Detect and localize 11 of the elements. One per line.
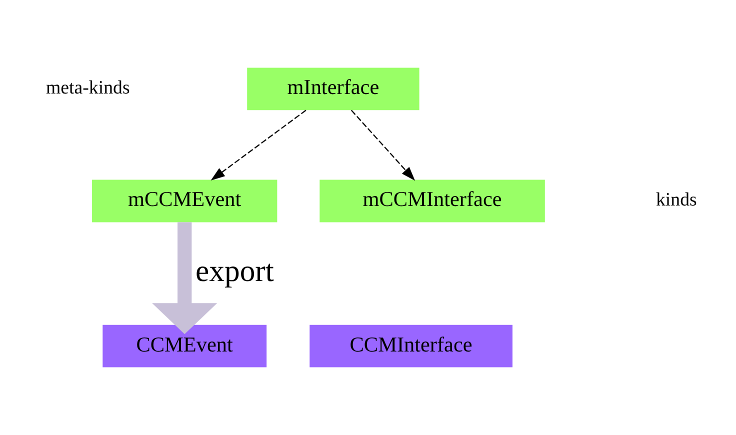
node-box: mCCMEvent bbox=[92, 180, 278, 222]
node-box: mInterface bbox=[247, 68, 420, 110]
edge-label: export bbox=[196, 254, 274, 288]
arrow bbox=[350, 110, 416, 181]
label: meta-kinds bbox=[46, 77, 130, 98]
arrow bbox=[210, 110, 306, 181]
label: kinds bbox=[656, 189, 697, 210]
arrow bbox=[152, 222, 218, 334]
node-box: mCCMInterface bbox=[320, 180, 545, 222]
node-box: CCMEvent bbox=[102, 324, 267, 368]
node-box: CCMInterface bbox=[310, 324, 512, 368]
